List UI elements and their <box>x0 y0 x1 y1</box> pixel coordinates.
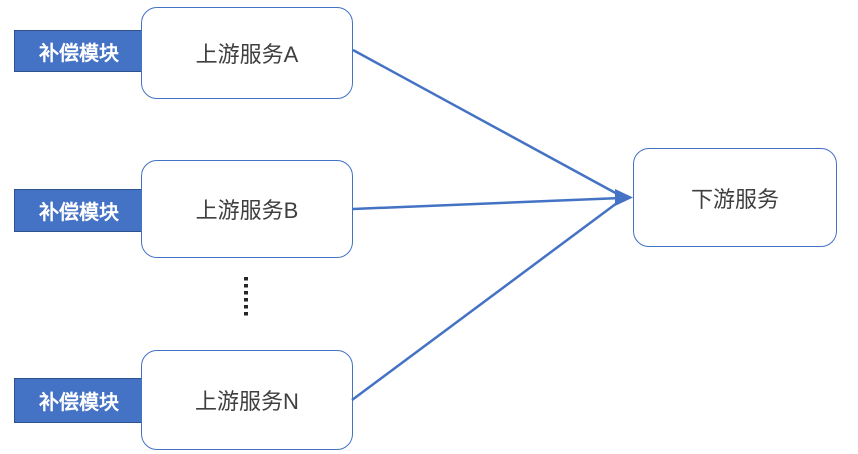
arrow-upstream-n-to-downstream <box>351 198 622 402</box>
arrow-upstream-a-to-downstream <box>352 48 622 198</box>
compensation-module-tag-a: 补偿模块 <box>14 30 144 72</box>
upstream-service-n-box: 上游服务N <box>141 350 353 450</box>
compensation-module-tag-b: 补偿模块 <box>14 189 144 232</box>
compensation-module-tag-n: 补偿模块 <box>14 378 144 423</box>
arrowhead-icon <box>615 189 633 206</box>
downstream-service-box: 下游服务 <box>633 148 837 247</box>
upstream-service-a-box: 上游服务A <box>141 7 353 99</box>
vertical-ellipsis-dots <box>244 277 248 318</box>
arrow-upstream-b-to-downstream <box>352 196 622 211</box>
upstream-service-b-box: 上游服务B <box>141 160 353 258</box>
